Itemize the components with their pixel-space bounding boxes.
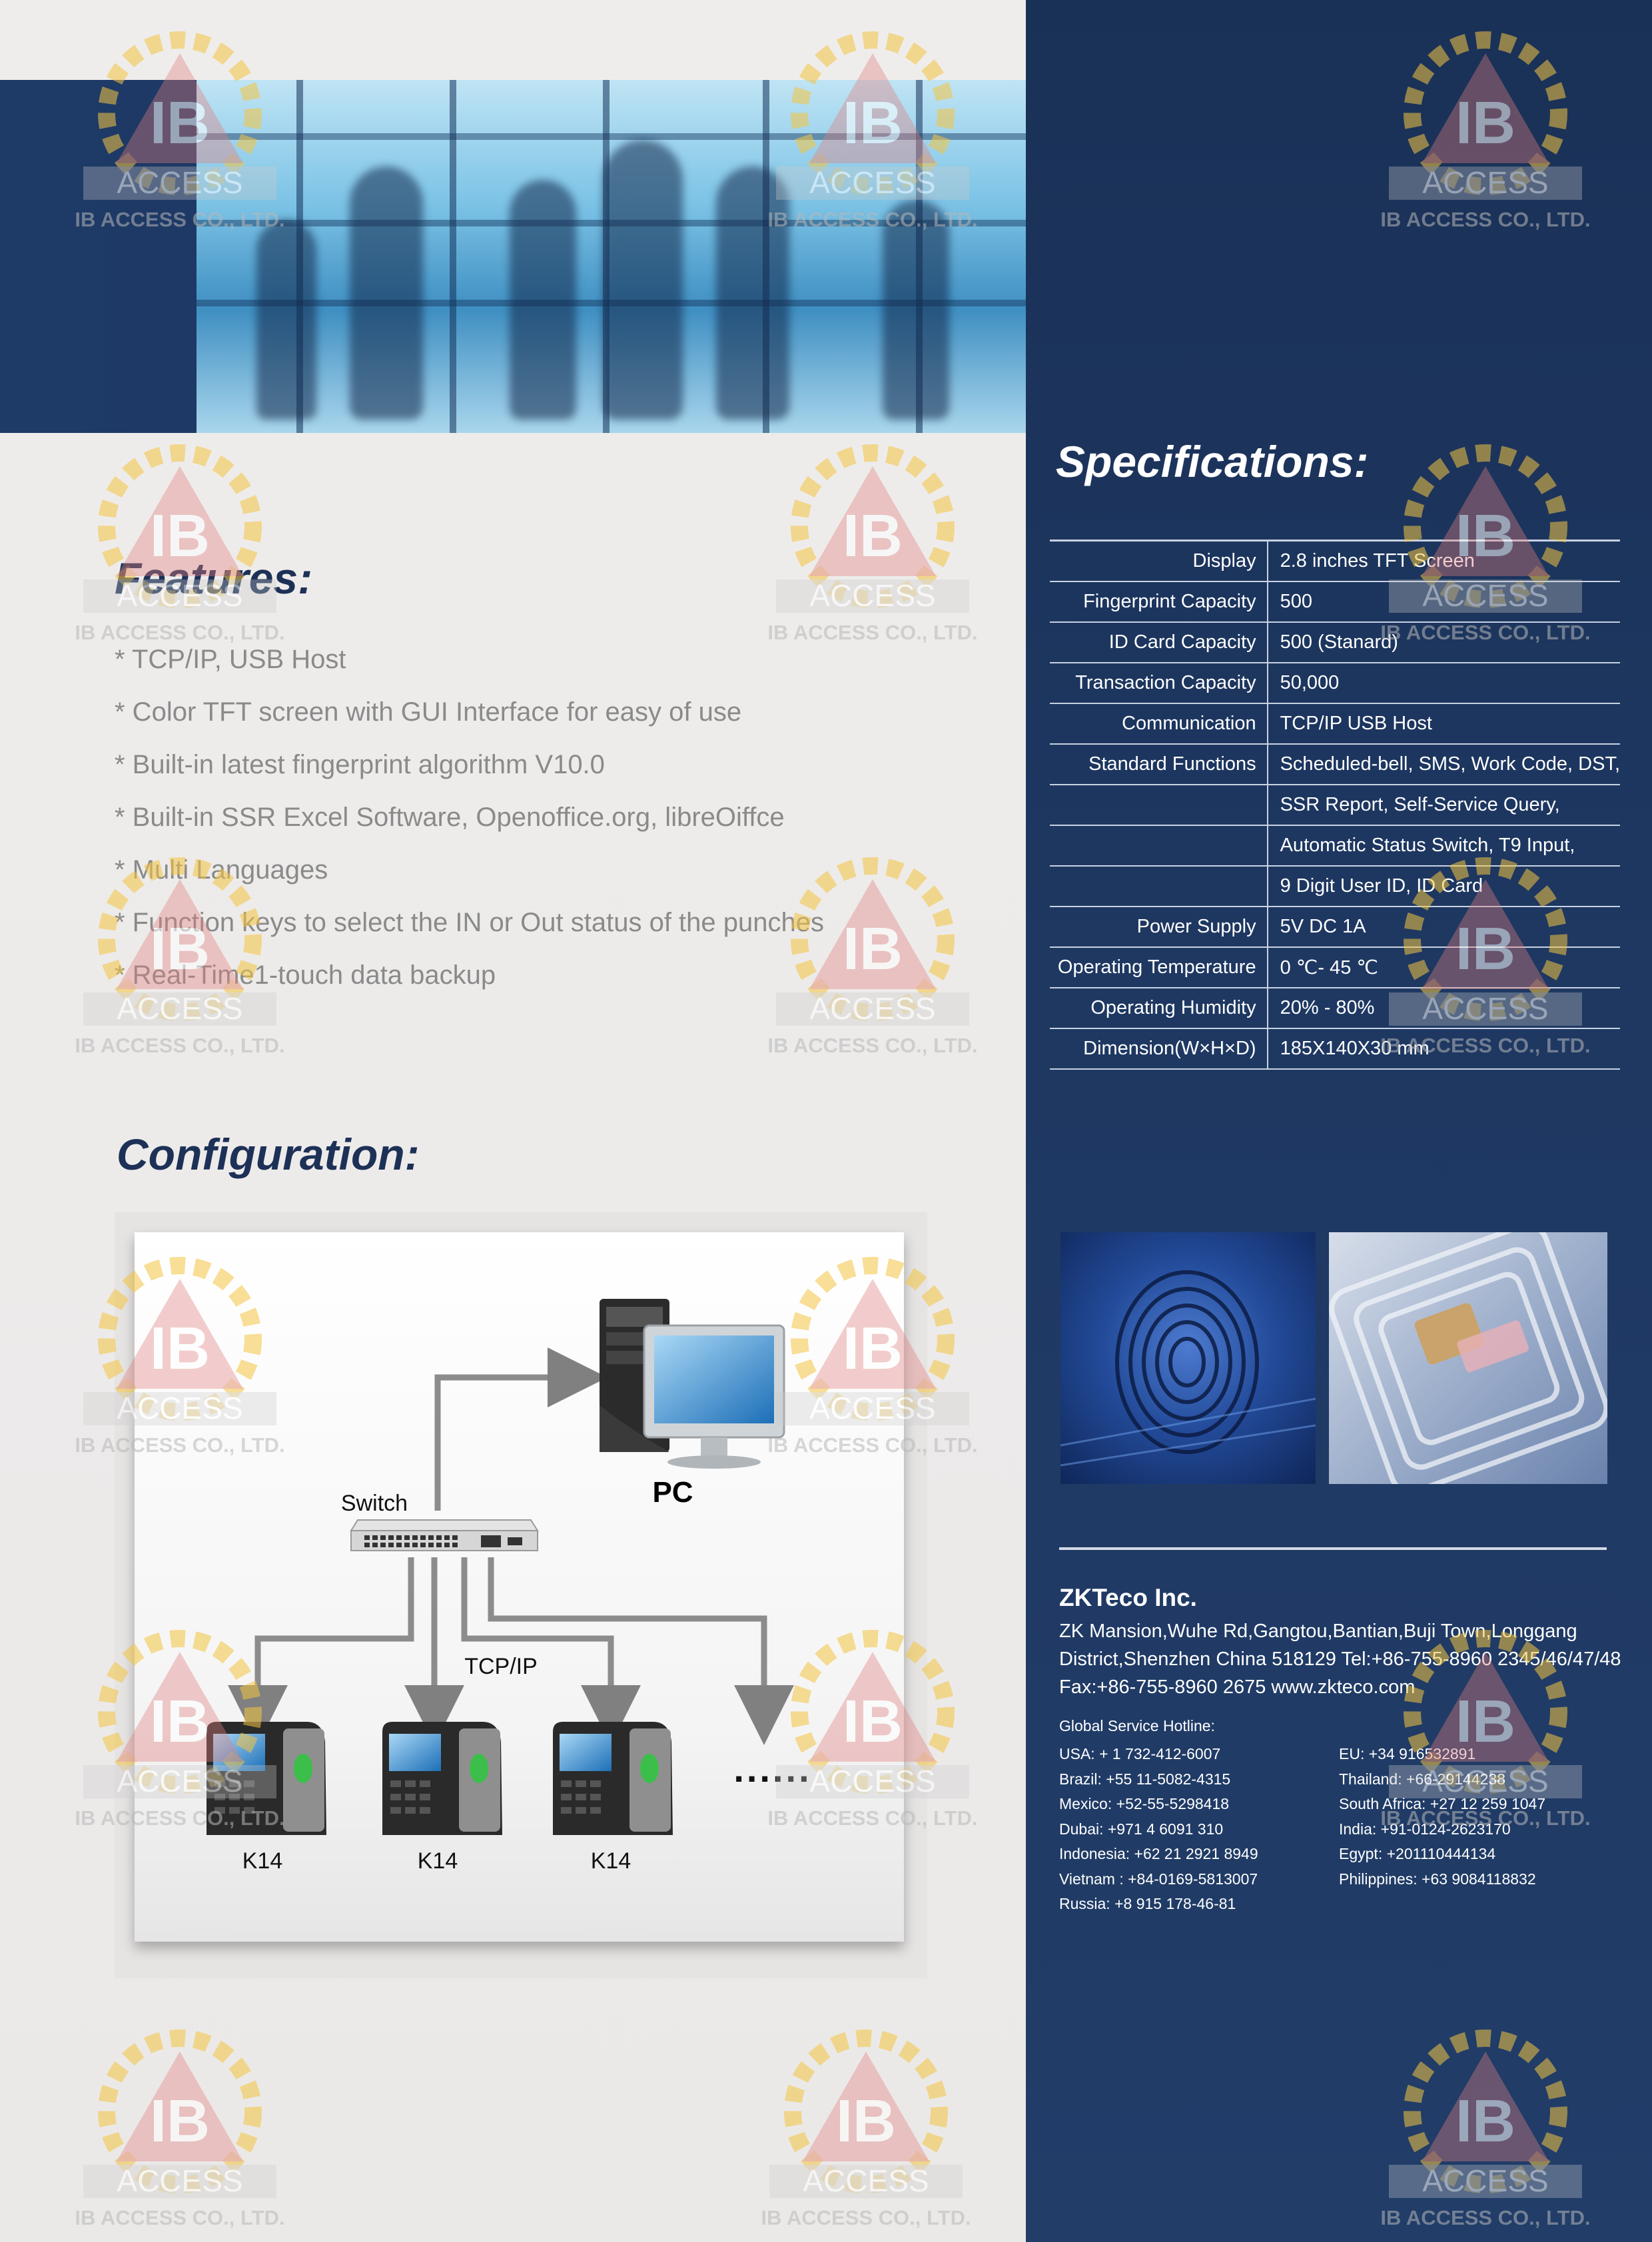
spec-key [1050, 825, 1268, 867]
pc-label: PC [652, 1476, 693, 1509]
spec-value: 500 [1267, 581, 1620, 623]
spec-key [1050, 866, 1268, 907]
left-pane: Features: * TCP/IP, USB Host * Color TFT … [0, 0, 1026, 2242]
spec-key: Fingerprint Capacity [1050, 581, 1268, 623]
feature-item: * Function keys to select the IN or Out … [115, 908, 824, 937]
footer-divider [1059, 1547, 1607, 1550]
hotline-item: India: +91-0124-2623170 [1339, 1820, 1511, 1838]
spec-key: Power Supply [1050, 907, 1268, 948]
features-title: Features: [115, 554, 313, 603]
k14-label-3: K14 [591, 1848, 631, 1874]
feature-item: * Built-in latest fingerprint algorithm … [115, 750, 605, 779]
spec-value: 500 (Stanard) [1267, 622, 1620, 663]
spec-value: Scheduled-bell, SMS, Work Code, DST, [1267, 744, 1620, 785]
spec-row: Dimension(W×H×D)185X140X30 mm [1050, 1028, 1620, 1070]
hotline-item: Thailand: +66-29144238 [1339, 1770, 1506, 1788]
feature-item: * Real-Time1-touch data backup [115, 960, 496, 990]
hotline-item: South Africa: +27 12 259 1047 [1339, 1795, 1546, 1812]
spec-value: 0 ℃- 45 ℃ [1267, 947, 1620, 988]
address-line: Fax:+86-755-8960 2675 www.zkteco.com [1059, 1677, 1416, 1698]
spec-row: SSR Report, Self-Service Query, [1050, 785, 1620, 826]
configuration-diagram: PC Switch TCP/IP [135, 1232, 904, 1942]
connection-lines [228, 1347, 794, 1745]
hotline-item: Philippines: +63 9084118832 [1339, 1870, 1536, 1888]
spec-value: 5V DC 1A [1267, 907, 1620, 948]
spec-key: Dimension(W×H×D) [1050, 1028, 1268, 1070]
spec-row: Automatic Status Switch, T9 Input, [1050, 825, 1620, 867]
spec-value: 9 Digit User ID, ID Card [1267, 866, 1620, 907]
hotline-item: Russia: +8 915 178-46-81 [1059, 1895, 1236, 1912]
hotline-item: EU: +34 916532891 [1339, 1745, 1476, 1762]
k14-label-2: K14 [418, 1848, 458, 1874]
company-address: ZK Mansion,Wuhe Rd,Gangtou,Bantian,Buji … [1059, 1617, 1645, 1701]
spec-value: TCP/IP USB Host [1267, 703, 1620, 745]
spec-value: SSR Report, Self-Service Query, [1267, 785, 1620, 826]
spec-key: Display [1050, 540, 1268, 582]
network-diagram: PC Switch TCP/IP [206, 1299, 811, 1874]
pc-icon [600, 1299, 785, 1469]
feature-item: * Color TFT screen with GUI Interface fo… [115, 697, 742, 727]
switch-label: Switch [341, 1491, 408, 1516]
k14-label-1: K14 [242, 1848, 283, 1874]
hotline-item: Dubai: +971 4 6091 310 [1059, 1820, 1224, 1838]
hotline-item: Indonesia: +62 21 2921 8949 [1059, 1845, 1258, 1862]
spec-value: 2.8 inches TFT Screen [1267, 540, 1620, 582]
spec-key: Operating Temperature [1050, 947, 1268, 988]
features-list: * TCP/IP, USB Host * Color TFT screen wit… [115, 643, 824, 1011]
spec-value: 20% - 80% [1267, 988, 1620, 1029]
hotline-item: Vietnam : +84-0169-5813007 [1059, 1870, 1258, 1888]
hotline-item: USA: + 1 732-412-6007 [1059, 1745, 1221, 1762]
spec-value: Automatic Status Switch, T9 Input, [1267, 825, 1620, 867]
configuration-title: Configuration: [117, 1130, 420, 1179]
company-name: ZKTeco Inc. [1059, 1584, 1197, 1611]
spec-key: Standard Functions [1050, 744, 1268, 785]
hotline-item: Egypt: +201110444134 [1339, 1845, 1496, 1862]
k14-device-2 [382, 1722, 502, 1835]
hero-photo-walking-people [197, 80, 1026, 433]
address-line: ZK Mansion,Wuhe Rd,Gangtou,Bantian,Buji … [1059, 1621, 1577, 1642]
tcpip-label: TCP/IP [464, 1654, 538, 1679]
hotline-item: Mexico: +52-55-5298418 [1059, 1795, 1230, 1812]
address-line: District,Shenzhen China 518129 Tel:+86-7… [1059, 1649, 1621, 1670]
spec-key: Operating Humidity [1050, 988, 1268, 1029]
spec-row: 9 Digit User ID, ID Card [1050, 866, 1620, 907]
fingerprint-image [1060, 1232, 1316, 1484]
spec-value: 50,000 [1267, 663, 1620, 704]
spec-key: Transaction Capacity [1050, 663, 1268, 704]
spec-key [1050, 785, 1268, 826]
spec-key: ID Card Capacity [1050, 622, 1268, 663]
feature-item: * Built-in SSR Excel Software, Openoffic… [115, 803, 785, 832]
more-devices-indicator: ...... [733, 1748, 811, 1790]
k14-device-3 [553, 1722, 673, 1835]
rfid-chip-image [1329, 1232, 1607, 1484]
k14-device-1 [206, 1722, 326, 1835]
configuration-diagram-panel: PC Switch TCP/IP [115, 1212, 927, 1978]
spec-value: 185X140X30 mm [1267, 1028, 1620, 1070]
specifications-title: Specifications: [1056, 437, 1369, 486]
hotline-item: Brazil: +55 11-5082-4315 [1059, 1770, 1231, 1788]
switch-icon [350, 1519, 539, 1551]
feature-item: * TCP/IP, USB Host [115, 645, 346, 674]
feature-item: * Multi Languages [115, 855, 328, 885]
hotline-title: Global Service Hotline: [1059, 1717, 1215, 1734]
spec-key: Communication [1050, 703, 1268, 745]
